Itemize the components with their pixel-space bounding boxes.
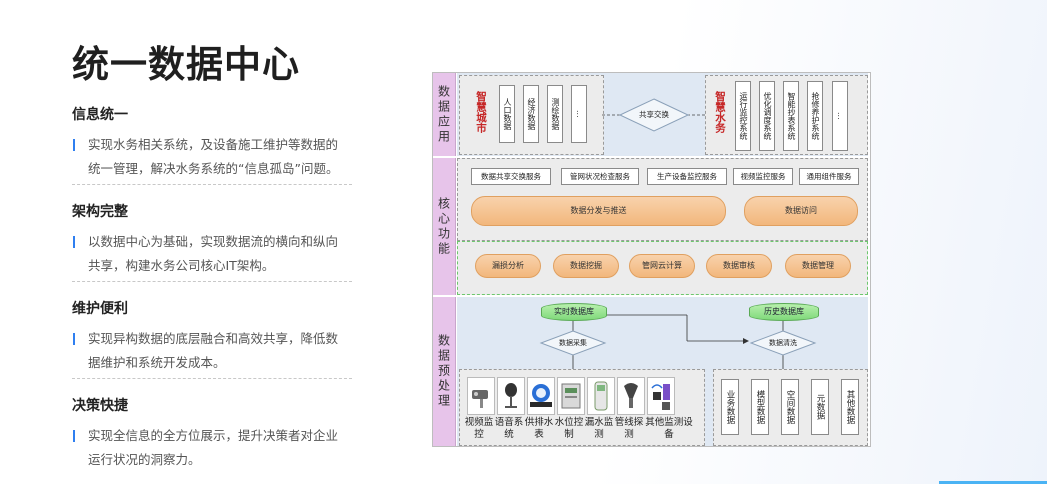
pipe-locator-icon	[617, 377, 645, 415]
exchange-label: 共享交换	[620, 109, 688, 121]
feature-architecture: 架构完整 以数据中心为基础，实现数据流的横向和纵向 共享，构建水务公司核心IT架…	[72, 201, 352, 278]
service-box: 视频监控服务	[733, 168, 793, 185]
service-box: 生产设备监控服务	[647, 168, 727, 185]
feature-info-unified: 信息统一 实现水务相关系统，及设备施工维护等数据的 统一管理，解决水务系统的“信…	[72, 104, 352, 181]
feature-heading: 维护便利	[72, 298, 352, 318]
device-label: 管线探测	[613, 417, 645, 441]
app-item: 经济数据	[523, 85, 539, 143]
page-title: 统一数据中心	[72, 34, 300, 88]
feature-heading: 决策快捷	[72, 395, 352, 415]
leak-detector-icon	[587, 377, 615, 415]
feature-line: 以数据中心为基础，实现数据流的横向和纵向	[88, 230, 352, 254]
data-type-box: 业务数据	[721, 379, 739, 435]
divider	[72, 281, 352, 282]
analysis-pill: 漏损分析	[475, 254, 541, 278]
device-label: 供排水表	[523, 417, 555, 441]
water-level-controller-icon	[557, 377, 585, 415]
feature-heading: 架构完整	[72, 201, 352, 221]
realtime-db: 实时数据库	[541, 303, 607, 321]
app-item: 优化调度系统	[759, 81, 775, 151]
feature-body: 实现异构数据的底层融合和高效共享，降低数 据维护和系统开发成本。	[72, 327, 352, 375]
device-label: 水位控制	[553, 417, 585, 441]
divider	[72, 378, 352, 379]
smart-water-label: 智慧水务	[713, 91, 726, 133]
microphone-icon	[497, 377, 525, 415]
app-item: 智能抄表系统	[783, 81, 799, 151]
feature-line: 运行状况的洞察力。	[88, 448, 352, 472]
app-item: ...	[832, 81, 848, 151]
history-db: 历史数据库	[749, 303, 819, 321]
preprocess-band: 数据采集 数据清洗 实时数据库 历史数据库 视频监控 语音系统 供排水表 水位控…	[457, 297, 868, 446]
row-label-core: 核心功能	[433, 158, 456, 295]
monitoring-devices-icon	[647, 377, 675, 415]
device-label: 漏水监测	[583, 417, 615, 441]
service-box: 通用组件服务	[799, 168, 859, 185]
divider	[72, 184, 352, 185]
feature-line: 统一管理，解决水务系统的“信息孤岛”问题。	[88, 157, 352, 181]
row-label-application: 数据应用	[433, 73, 456, 156]
analysis-pill: 数据管理	[785, 254, 851, 278]
access-pill: 数据访问	[744, 196, 858, 226]
feature-line: 据维护和系统开发成本。	[88, 351, 352, 375]
distribution-pill: 数据分发与推送	[471, 196, 726, 226]
collect-label: 数据采集	[543, 337, 603, 349]
water-meter-icon	[527, 377, 555, 415]
analysis-pill: 数据挖掘	[553, 254, 619, 278]
device-label: 语音系统	[493, 417, 525, 441]
smart-city-label: 智慧城市	[474, 91, 487, 133]
core-band: 数据共享交换服务 管网状况检查服务 生产设备监控服务 视频监控服务 通用组件服务…	[457, 158, 868, 295]
feature-line: 实现异构数据的底层融合和高效共享，降低数	[88, 327, 352, 351]
camera-icon	[467, 377, 495, 415]
analysis-pill: 管网云计算	[629, 254, 695, 278]
app-item: 测绘数据	[547, 85, 563, 143]
device-label: 视频监控	[463, 417, 495, 441]
feature-body: 以数据中心为基础，实现数据流的横向和纵向 共享，构建水务公司核心IT架构。	[72, 230, 352, 278]
analysis-pill: 数据审核	[706, 254, 772, 278]
data-type-box: 其他数据	[841, 379, 859, 435]
service-box: 数据共享交换服务	[471, 168, 551, 185]
feature-body: 实现全信息的全方位展示，提升决策者对企业 运行状况的洞察力。	[72, 424, 352, 472]
data-type-box: 模型数据	[751, 379, 769, 435]
application-band: 智慧城市 人口数据 经济数据 测绘数据 ... 共享交换 智慧水务 运行监控系统…	[457, 73, 868, 156]
service-box: 管网状况检查服务	[561, 168, 639, 185]
feature-line: 实现全信息的全方位展示，提升决策者对企业	[88, 424, 352, 448]
feature-line: 共享，构建水务公司核心IT架构。	[88, 254, 352, 278]
row-label-preprocess: 数据预处理	[433, 297, 456, 446]
feature-heading: 信息统一	[72, 104, 352, 124]
app-item: 抢修养护系统	[807, 81, 823, 151]
device-label: 其他监测设备	[643, 417, 695, 441]
feature-decision: 决策快捷 实现全信息的全方位展示，提升决策者对企业 运行状况的洞察力。	[72, 395, 352, 472]
app-item: 人口数据	[499, 85, 515, 143]
clean-label: 数据清洗	[753, 337, 813, 349]
feature-line: 实现水务相关系统，及设备施工维护等数据的	[88, 133, 352, 157]
data-type-box: 元数据	[811, 379, 829, 435]
app-item: ...	[571, 85, 587, 143]
feature-body: 实现水务相关系统，及设备施工维护等数据的 统一管理，解决水务系统的“信息孤岛”问…	[72, 133, 352, 181]
arrow-head	[743, 338, 749, 344]
data-type-box: 空间数据	[781, 379, 799, 435]
architecture-diagram: 数据应用 核心功能 数据预处理 智慧城市 人口数据 经济数据 测绘数据 ... …	[432, 72, 871, 447]
feature-maintenance: 维护便利 实现异构数据的底层融合和高效共享，降低数 据维护和系统开发成本。	[72, 298, 352, 375]
app-item: 运行监控系统	[735, 81, 751, 151]
